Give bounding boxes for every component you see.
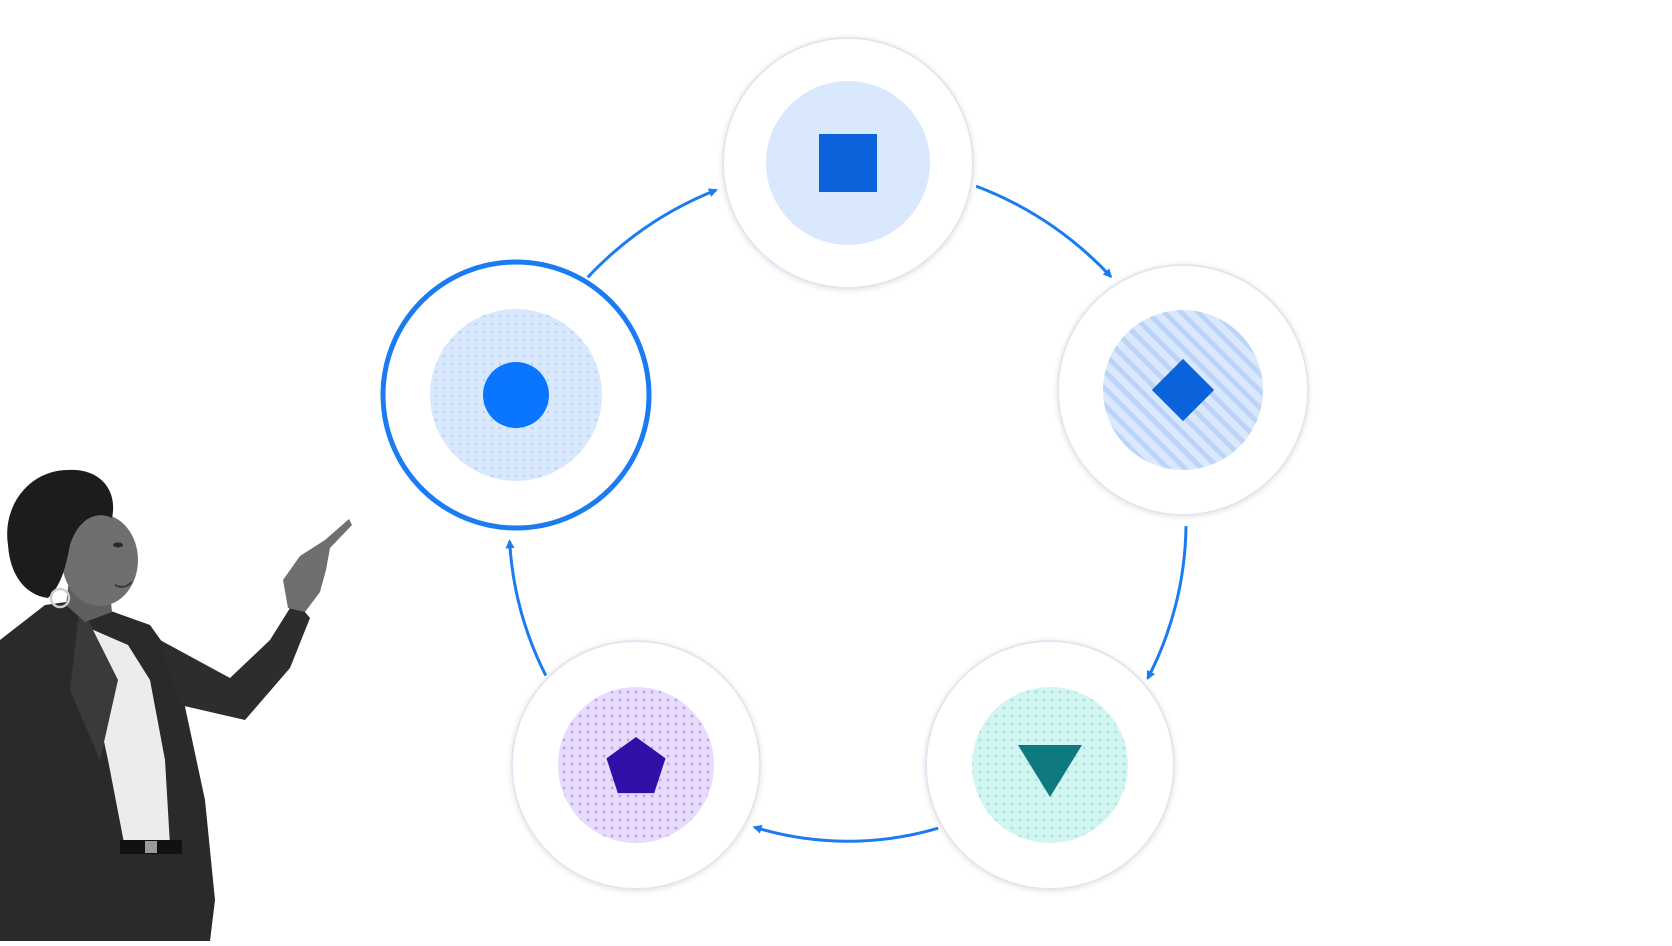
arrow-pentagon-to-circle bbox=[505, 539, 548, 677]
person-pointing-illustration bbox=[0, 469, 352, 941]
person-hair bbox=[7, 469, 114, 598]
person-belt-buckle bbox=[145, 841, 157, 853]
person-arm bbox=[160, 600, 310, 720]
triangle-down-icon bbox=[1018, 745, 1082, 797]
circle-icon bbox=[483, 362, 549, 428]
person-eye bbox=[113, 542, 123, 548]
person-jacket bbox=[0, 600, 215, 941]
arrow-circle-to-square bbox=[586, 188, 718, 279]
node-square[interactable] bbox=[722, 37, 974, 289]
person-lapel bbox=[70, 604, 118, 760]
connector-arrows bbox=[505, 184, 1188, 843]
arrow-diamond-to-triangle bbox=[1146, 526, 1188, 680]
node-triangle[interactable] bbox=[925, 640, 1175, 890]
person-earring bbox=[49, 587, 71, 609]
cycle-nodes bbox=[380, 37, 1309, 890]
person-smile bbox=[114, 581, 133, 588]
arrow-triangle-to-pentagon bbox=[752, 825, 939, 843]
person-hand bbox=[283, 519, 352, 612]
arrow-square-to-diamond bbox=[975, 184, 1113, 279]
node-diamond[interactable] bbox=[1057, 264, 1309, 516]
square-icon bbox=[819, 134, 877, 192]
pentagon-icon bbox=[606, 737, 666, 794]
node-circle[interactable] bbox=[380, 259, 652, 531]
node-pentagon[interactable] bbox=[511, 640, 761, 890]
person-face bbox=[62, 514, 138, 606]
